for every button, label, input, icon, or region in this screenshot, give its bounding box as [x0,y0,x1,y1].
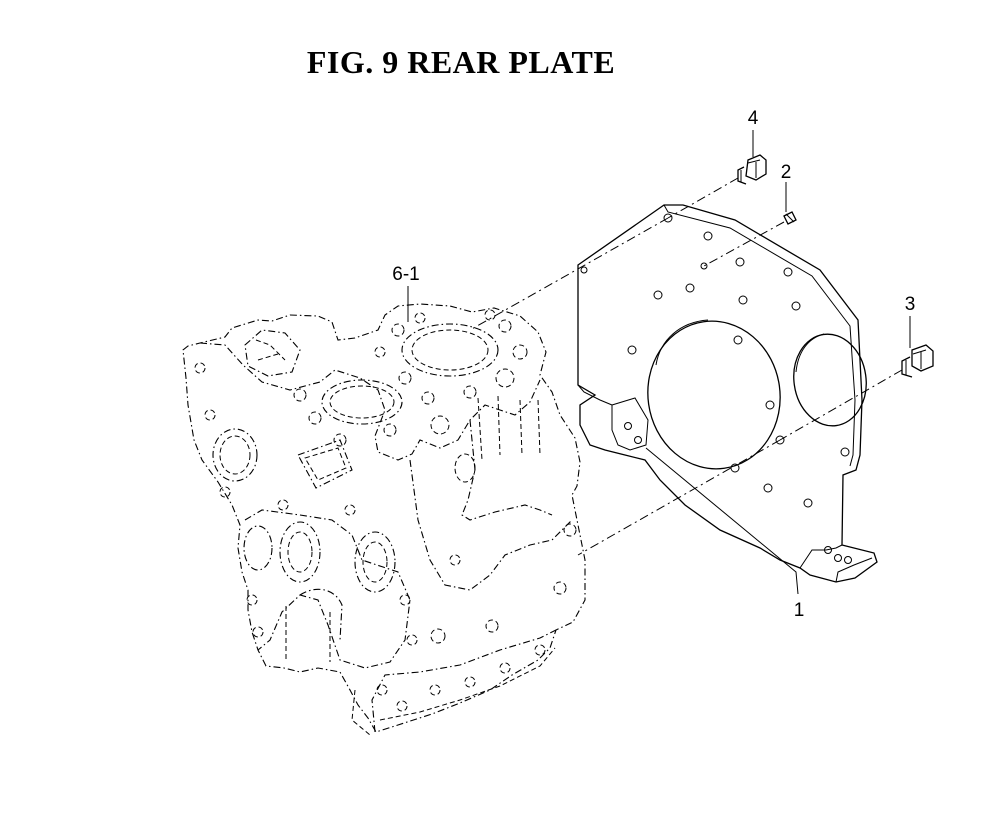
callout-labels: 4 2 3 6-1 1 [392,108,915,621]
callout-6-1: 6-1 [392,264,419,285]
callout-4: 4 [748,108,759,129]
engine-block [182,303,586,736]
leader-lines [407,130,911,595]
rear-plate [577,204,878,583]
alignment-lines [469,177,903,556]
bolt-part-4 [737,154,767,185]
dowel-pin-part-2 [783,211,797,225]
figure-title: FIG. 9 REAR PLATE [306,44,616,80]
callout-2: 2 [781,162,792,183]
callout-3: 3 [905,294,916,315]
callout-1: 1 [794,600,805,621]
bolt-part-3 [901,344,934,378]
